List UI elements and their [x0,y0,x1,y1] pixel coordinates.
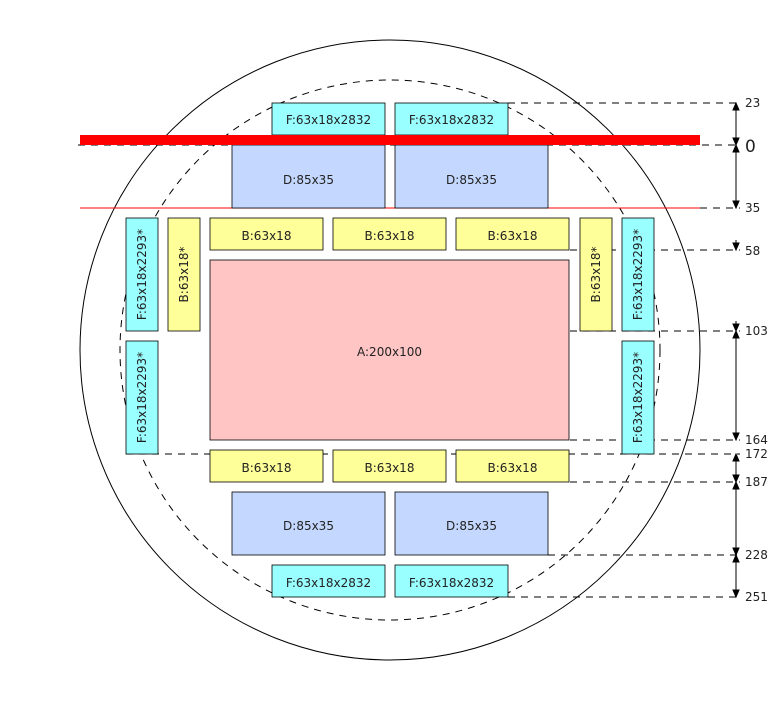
dim-label-35: 35 [745,201,760,215]
f-block-top-left [271,102,386,136]
b-label-top-1: B:63x18 [242,229,292,243]
b-block-left-vertical [167,217,201,332]
d-block-top-left [231,144,386,209]
f-label-bottom-right: F:63x18x2832 [409,576,494,590]
d-label-bottom-right: D:85x35 [446,519,497,533]
dim-label-228: 228 [745,548,768,562]
f-label-right-upper: F:63x18x2293* [631,229,645,320]
f-label-top-left: F:63x18x2832 [286,113,371,127]
b-label-top-3: B:63x18 [488,229,538,243]
f-label-left-lower: F:63x18x2293* [135,352,149,443]
b-block-right-vertical [579,217,613,332]
f-block-right-upper [621,217,655,332]
dim-label-251: 251 [745,590,768,604]
d-block-top-right [394,144,549,209]
d-block-bottom-right [394,491,549,556]
f-block-left-upper [125,217,159,332]
dim-label-58: 58 [745,244,760,258]
dim-label-103: 103 [745,324,768,338]
b-block-top-2 [332,217,447,251]
f-block-bottom-left [271,564,386,598]
b-block-bottom-2 [332,449,447,483]
d-block-bottom-left [231,491,386,556]
b-block-bottom-3 [455,449,570,483]
f-label-right-lower: F:63x18x2293* [631,352,645,443]
b-label-left-vertical: B:63x18* [177,247,191,303]
dim-label-172: 172 [745,447,768,461]
b-label-right-vertical: B:63x18* [589,247,603,303]
b-block-top-1 [209,217,324,251]
dim-label-187: 187 [745,475,768,489]
f-block-top-right [394,102,509,136]
dim-label-164: 164 [745,433,768,447]
red-zero-bar [80,135,700,145]
b-block-bottom-1 [209,449,324,483]
d-label-top-left: D:85x35 [283,173,334,187]
d-label-bottom-left: D:85x35 [283,519,334,533]
dimension-arrows [732,101,740,599]
f-block-bottom-right [394,564,509,598]
dim-label-0: 0 [745,137,756,157]
b-label-bottom-3: B:63x18 [488,461,538,475]
inner-dashed-circle [119,79,661,621]
a-main-label: A:200x100 [357,345,422,359]
b-label-top-2: B:63x18 [365,229,415,243]
f-label-left-upper: F:63x18x2293* [135,229,149,320]
a-main-block [209,259,570,441]
f-block-left-lower [125,340,159,455]
outer-wafer-circle [79,39,701,661]
f-label-bottom-left: F:63x18x2832 [286,576,371,590]
b-block-top-3 [455,217,570,251]
dim-label-23: 23 [745,96,760,110]
f-block-right-lower [621,340,655,455]
b-label-bottom-1: B:63x18 [242,461,292,475]
d-label-top-right: D:85x35 [446,173,497,187]
f-label-top-right: F:63x18x2832 [409,113,494,127]
b-label-bottom-2: B:63x18 [365,461,415,475]
